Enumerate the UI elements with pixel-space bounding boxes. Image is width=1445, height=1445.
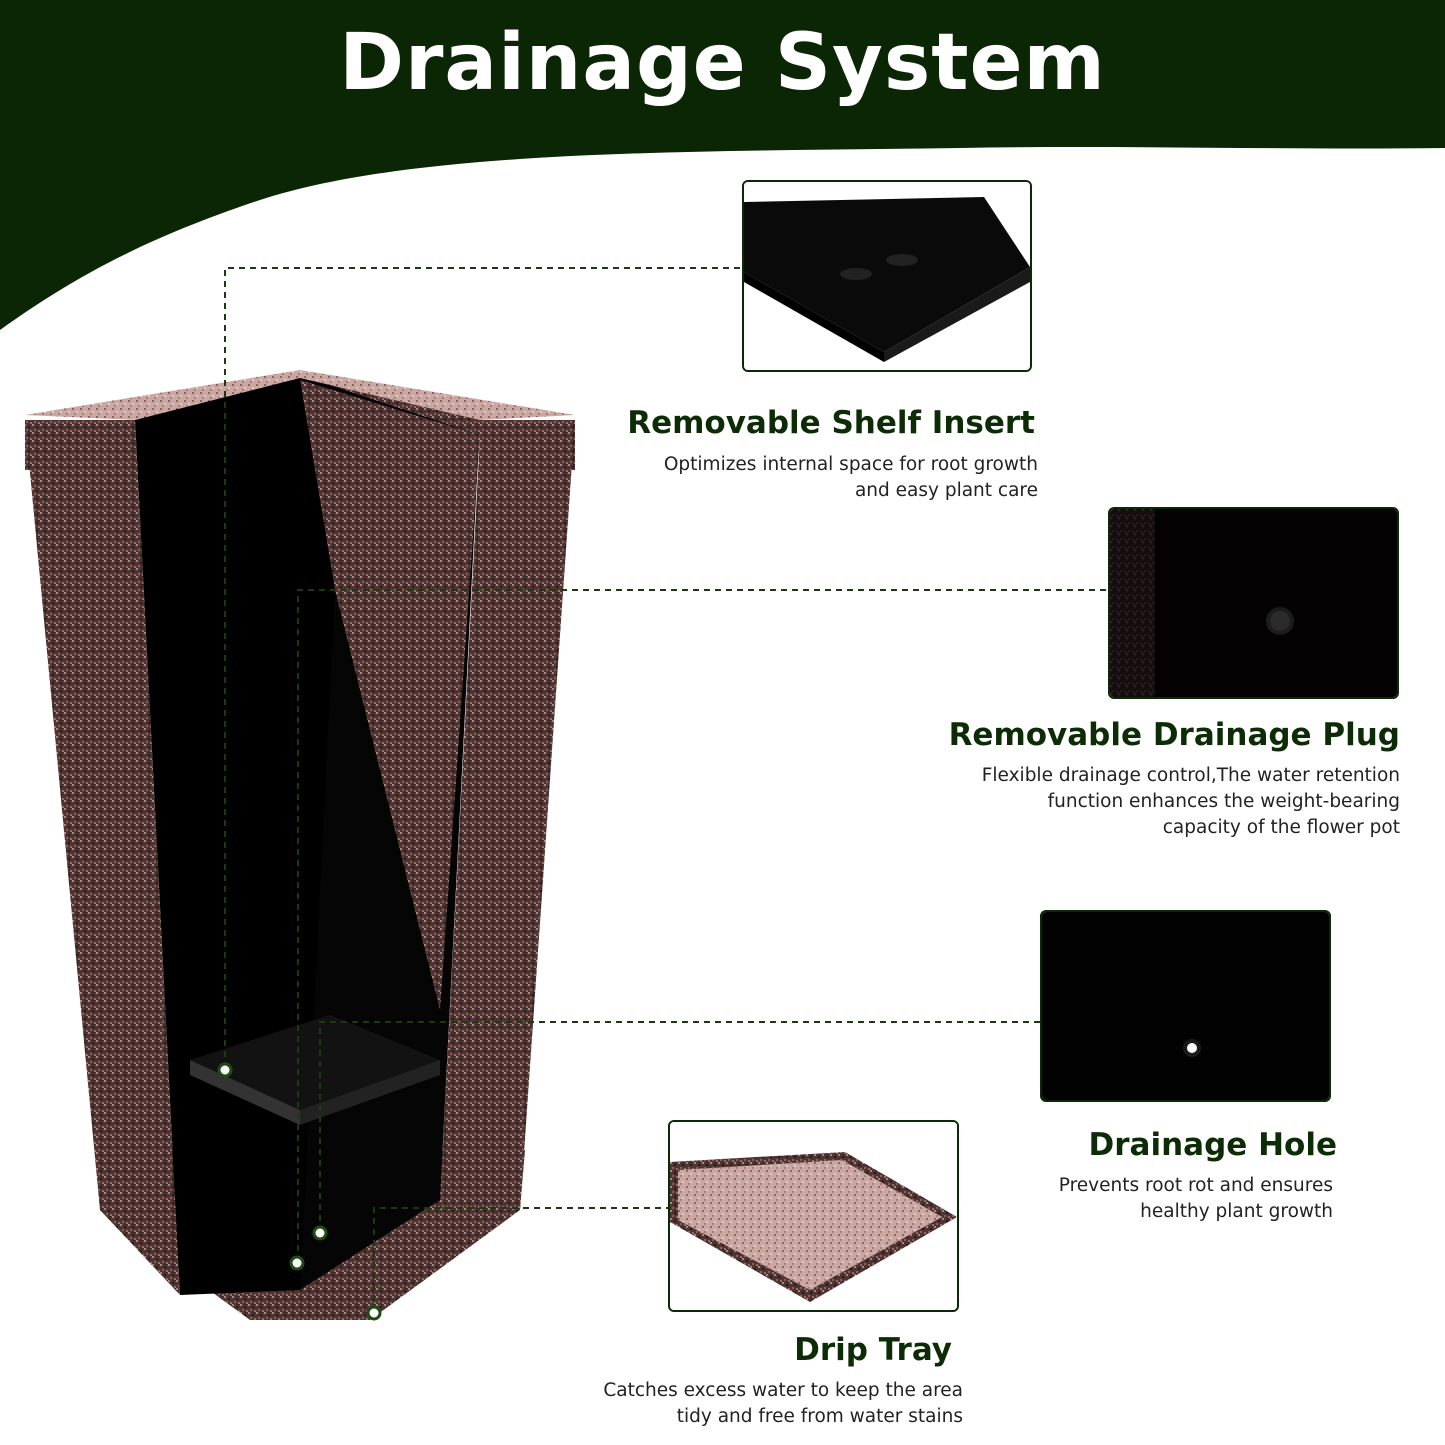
feature-desc-line: capacity of the flower pot — [1162, 817, 1400, 838]
leader-hole — [319, 1021, 1040, 1232]
feature-desc-hole: Prevents root rot and ensures healthy pl… — [1059, 1173, 1333, 1225]
feature-desc-line: Flexible drainage control,The water rete… — [981, 765, 1400, 786]
dot-hole — [312, 1225, 328, 1241]
drainage-hole-photo — [1040, 910, 1331, 1102]
feature-title-hole: Drainage Hole — [1088, 1127, 1337, 1163]
feature-title-tray: Drip Tray — [794, 1332, 952, 1368]
feature-desc-line: and easy plant care — [854, 480, 1038, 501]
feature-desc-line: Catches excess water to keep the area — [603, 1380, 963, 1401]
dot-tray — [366, 1305, 382, 1321]
feature-desc-line: Optimizes internal space for root growth — [663, 454, 1038, 475]
leader-plug — [297, 589, 1108, 1262]
feature-title-shelf: Removable Shelf Insert — [627, 405, 1035, 441]
page-title: Drainage System — [339, 18, 1106, 108]
feature-desc-line: healthy plant growth — [1140, 1201, 1333, 1222]
drainage-plug-photo — [1108, 507, 1399, 699]
feature-desc-line: Prevents root rot and ensures — [1058, 1175, 1333, 1196]
shelf-insert-photo — [742, 180, 1032, 372]
feature-desc-tray: Catches excess water to keep the area ti… — [603, 1378, 963, 1430]
feature-title-plug: Removable Drainage Plug — [948, 717, 1400, 753]
feature-desc-shelf: Optimizes internal space for root growth… — [664, 452, 1038, 504]
leader-tray — [373, 1207, 668, 1312]
feature-desc-line: tidy and free from water stains — [676, 1406, 963, 1427]
planter-illustration — [25, 370, 575, 1320]
dot-shelf — [217, 1062, 233, 1078]
feature-desc-plug: Flexible drainage control,The water rete… — [982, 763, 1400, 841]
leader-shelf — [224, 267, 742, 1068]
dot-plug — [289, 1255, 305, 1271]
drip-tray-photo — [668, 1120, 959, 1312]
feature-desc-line: function enhances the weight-bearing — [1047, 791, 1400, 812]
